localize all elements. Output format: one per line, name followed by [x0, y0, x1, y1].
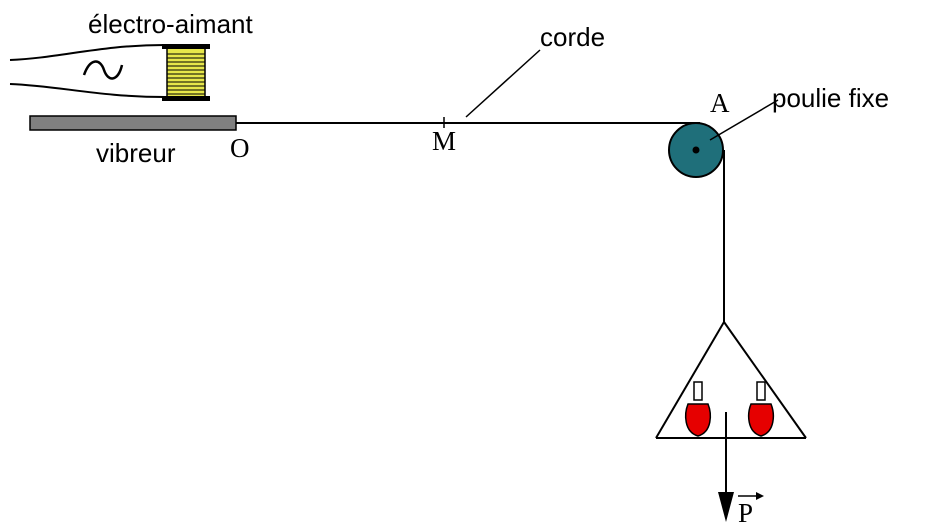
weight-label: P: [738, 498, 753, 526]
electromagnet-wires: [9, 44, 166, 98]
point-o-label: O: [230, 133, 250, 163]
mass-left: [684, 381, 712, 437]
electromagnet-coil: [162, 44, 210, 101]
weight-arrow-head: [718, 492, 734, 522]
pulley-leader-line: [709, 99, 779, 141]
rope-leader-line: [465, 49, 541, 118]
point-a-label: A: [710, 88, 730, 118]
electromagnet-label: électro-aimant: [88, 9, 254, 39]
vibrator-bar: [29, 115, 237, 131]
vibrator-label: vibreur: [96, 138, 176, 168]
rope-label: corde: [540, 22, 605, 52]
weight-tray: [655, 321, 807, 439]
pulley-label: poulie fixe: [772, 83, 889, 113]
point-m-label: M: [432, 126, 456, 156]
sine-wave-icon: [82, 60, 124, 80]
mass-right: [747, 381, 775, 437]
dot-icon: [692, 146, 700, 154]
vector-arrow-head: [756, 492, 764, 500]
